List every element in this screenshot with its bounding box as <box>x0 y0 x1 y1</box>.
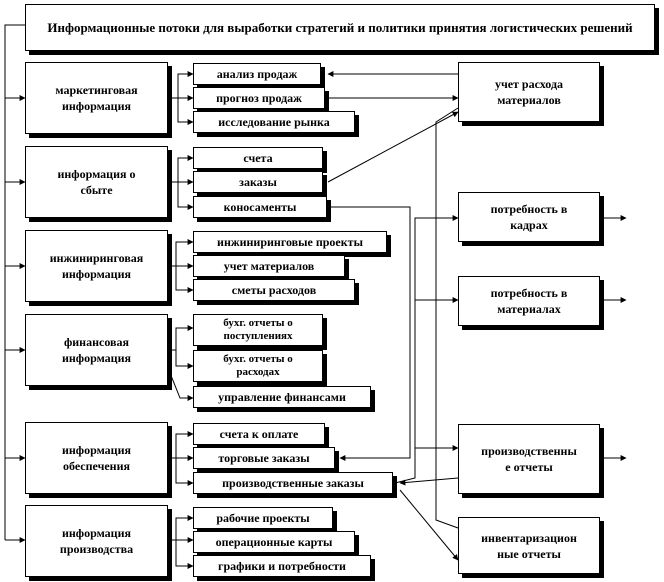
source-marketing: маркетинговая информация <box>25 62 168 134</box>
item-engineering-projects: инжиниринговые проекты <box>193 231 387 253</box>
output-staff-needs: потребность в кадрах <box>458 192 600 242</box>
diagram-title: Информационные потоки для выработки стра… <box>25 4 655 51</box>
link-sup-1 <box>168 431 194 459</box>
output-material-usage: учет расхода материалов <box>458 62 600 122</box>
source-production: информация производства <box>25 505 168 577</box>
link-eng-3 <box>175 266 194 293</box>
item-cost-estimates: сметы расходов <box>193 279 355 301</box>
item-expense-reports: бухг. отчеты о расходах <box>193 350 323 382</box>
source-finance: финансовая информация <box>25 314 168 386</box>
link-sup-3 <box>175 458 194 486</box>
item-trade-orders: торговые заказы <box>193 447 335 469</box>
source-engineering: инжиниринговая информация <box>25 230 168 302</box>
link-prod-3 <box>175 540 194 569</box>
item-operation-cards: операционные карты <box>193 531 355 553</box>
item-schedules-and-needs: графики и потребности <box>193 555 371 577</box>
source-sales: информация о сбыте <box>25 146 168 218</box>
item-market-research: исследование рынка <box>193 111 355 133</box>
item-work-projects: рабочие проекты <box>193 507 333 529</box>
item-orders: заказы <box>193 171 323 193</box>
link-usage-to-inventory <box>435 107 459 529</box>
link-fin-1 <box>168 325 194 351</box>
link-reports-to-orders <box>399 477 459 486</box>
item-income-reports: бухг. отчеты о поступлениях <box>193 314 323 346</box>
source-supply: информация обеспечения <box>25 422 168 494</box>
link-fin-3 <box>167 367 194 401</box>
link-orders-to-inventory <box>399 489 459 561</box>
link-prod-1 <box>168 515 194 541</box>
link-marketing-3 <box>177 98 194 125</box>
output-inventory-reports: инвентаризацион ные отчеты <box>458 517 600 574</box>
link-eng-1 <box>168 239 194 267</box>
link-sales-3 <box>177 182 194 210</box>
link-bills-to-trade-orders <box>327 206 411 461</box>
left-bus-line <box>4 24 25 540</box>
link-sales-1 <box>168 155 194 183</box>
item-material-accounting: учет материалов <box>193 255 345 277</box>
item-sales-analysis: анализ продаж <box>193 63 321 85</box>
link-marketing-1 <box>168 71 194 99</box>
item-payment-invoices: счета к оплате <box>193 423 325 445</box>
item-production-orders: производственные заказы <box>193 472 393 494</box>
output-production-reports: производственны е отчеты <box>458 424 600 494</box>
output-material-needs: потребность в материалах <box>458 276 600 326</box>
item-sales-forecast: прогноз продаж <box>193 87 325 109</box>
item-invoices: счета <box>193 147 323 169</box>
item-financial-management: управление финансами <box>193 386 371 408</box>
link-orders-to-staff <box>394 215 459 484</box>
link-fin-2 <box>175 350 194 369</box>
item-bills-of-lading: коносаменты <box>193 196 327 218</box>
